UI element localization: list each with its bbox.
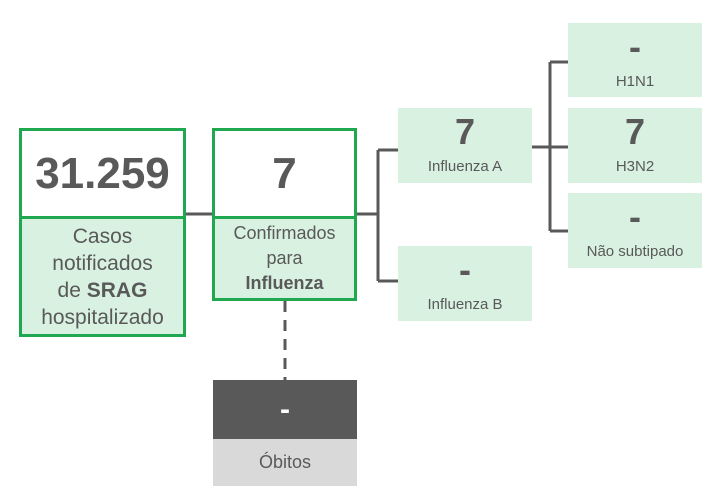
confirmed-influenza-label: Confirmados para Influenza	[215, 216, 354, 298]
srag-cases-label: Casos notificados de SRAG hospitalizado	[22, 216, 183, 334]
h1n1-label: H1N1	[615, 73, 655, 90]
not-subtyped-box: - Não subtipado	[568, 193, 702, 268]
srag-label-line2: notificados	[52, 251, 153, 275]
influenza-a-label: Influenza A	[427, 158, 503, 175]
influenza-a-value: 7	[454, 111, 476, 152]
srag-cases-value: 31.259	[35, 148, 170, 198]
srag-label-line3-bold: SRAG	[86, 278, 148, 302]
influenza-b-label: Influenza B	[427, 296, 503, 313]
confirmed-influenza-box: 7 Confirmados para Influenza	[212, 128, 357, 301]
not-subtyped-value: -	[629, 196, 641, 237]
not-subtyped-label: Não subtipado	[586, 243, 684, 260]
h3n2-label: H3N2	[615, 158, 655, 175]
deaths-label: Óbitos	[213, 439, 357, 486]
h3n2-value: 7	[624, 111, 646, 152]
h1n1-value: -	[629, 26, 641, 67]
srag-label-line3: de SRAG	[41, 277, 164, 304]
srag-cases-box: 31.259 Casos notificados de SRAG hospita…	[19, 128, 186, 337]
h1n1-box: - H1N1	[568, 23, 702, 97]
confirmed-influenza-value: 7	[272, 148, 297, 198]
influenza-a-box: 7 Influenza A	[398, 108, 532, 183]
influenza-b-box: - Influenza B	[398, 246, 532, 321]
confirmed-label-line3-bold: Influenza	[245, 273, 324, 293]
h3n2-box: 7 H3N2	[568, 108, 702, 183]
srag-label-line3-prefix: de	[57, 278, 87, 302]
confirmed-label-line3: Influenza	[233, 271, 335, 296]
confirmed-label-line2: para	[266, 248, 303, 268]
confirmed-label-line1: Confirmados	[233, 223, 336, 243]
srag-label-line4: hospitalizado	[41, 305, 164, 329]
deaths-value: -	[213, 380, 357, 439]
influenza-b-value: -	[459, 249, 471, 290]
srag-label-line1: Casos	[72, 224, 133, 248]
